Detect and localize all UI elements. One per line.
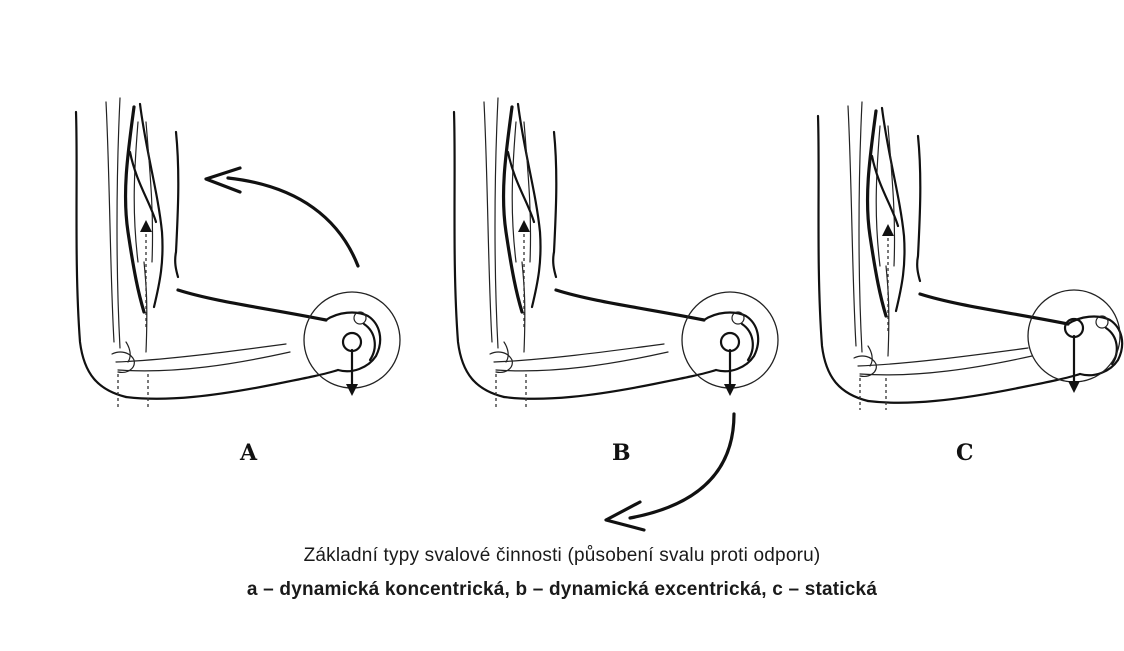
caption-legend: a – dynamická koncentrická, b – dynamick… xyxy=(0,579,1124,601)
concentric-arrow xyxy=(228,178,358,266)
panel-label-c: C xyxy=(956,440,974,466)
arm-figure-b xyxy=(454,98,778,410)
panel-label-b: B xyxy=(612,440,631,466)
eccentric-arrow xyxy=(630,414,734,518)
panel-label-a: A xyxy=(240,440,257,466)
arm-figure-c xyxy=(818,102,1122,410)
caption-title: Základní typy svalové činnosti (působení… xyxy=(0,545,1124,567)
